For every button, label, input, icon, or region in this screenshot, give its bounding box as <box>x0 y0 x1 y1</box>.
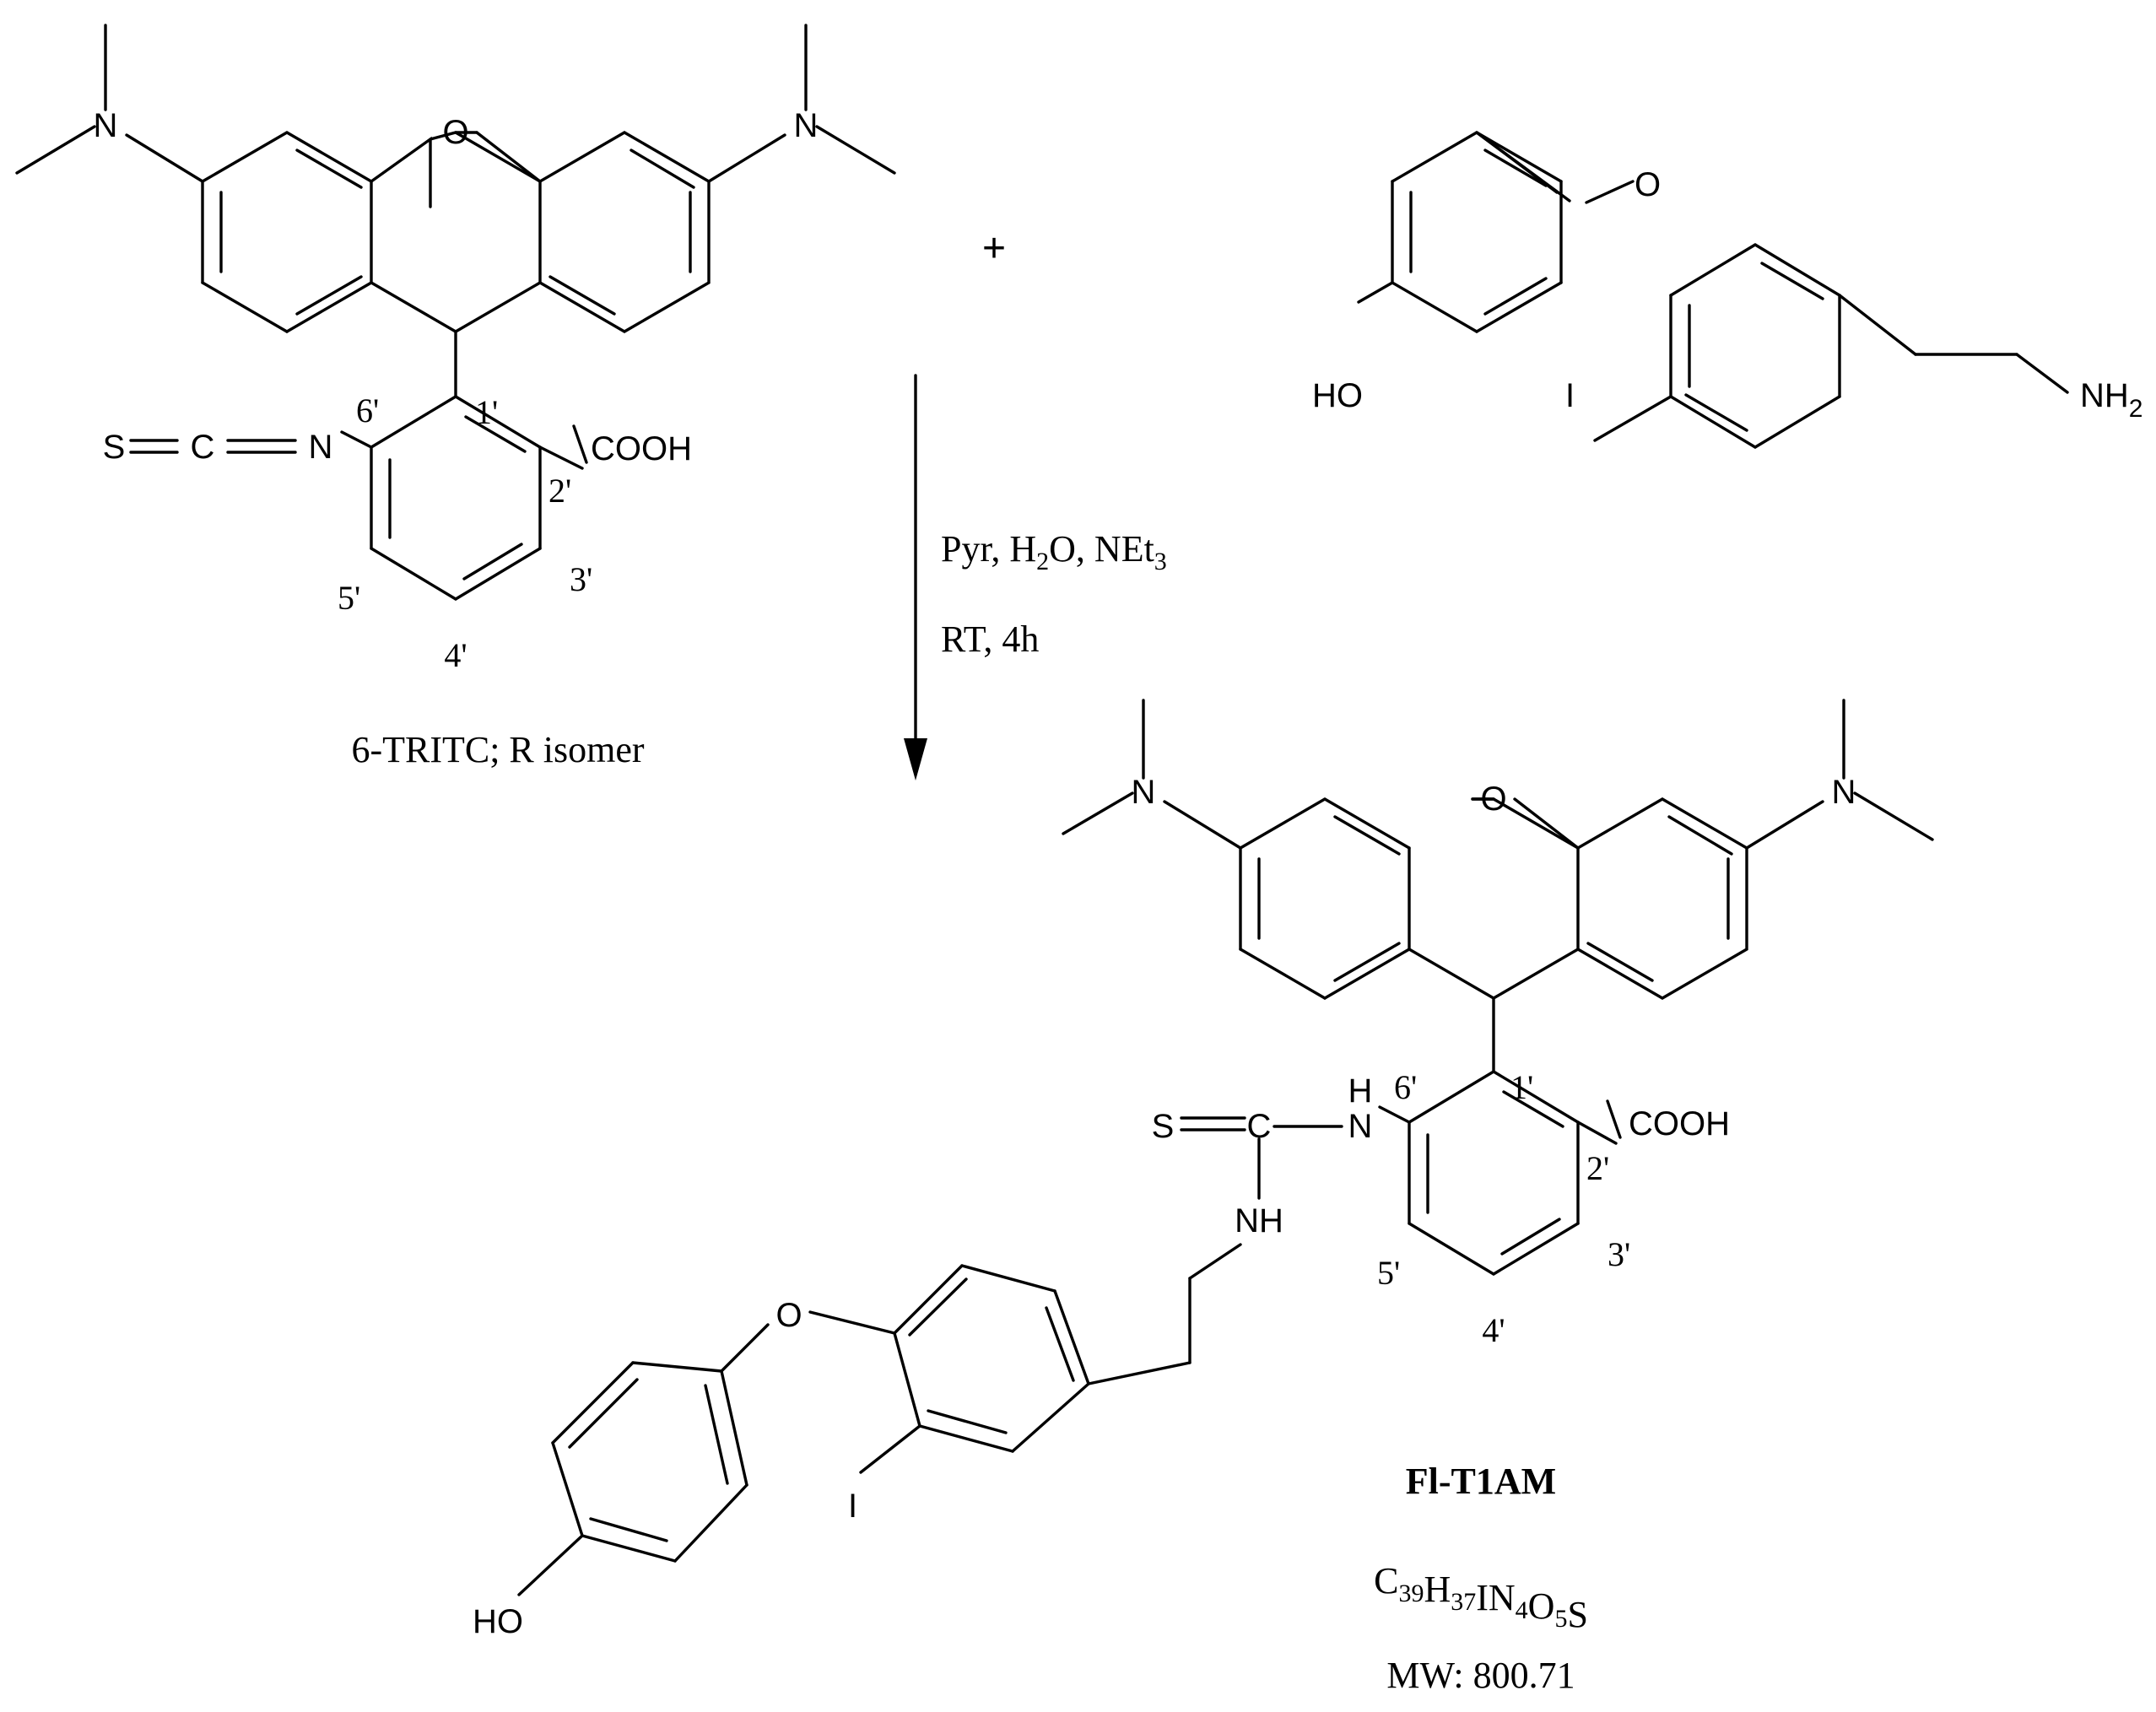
t1am-amine-subscript: 2 <box>2129 395 2143 423</box>
tritc-oxygen-label: O <box>442 114 468 151</box>
plus-sign: + <box>982 226 1006 271</box>
tritc-bonds <box>15 24 896 601</box>
formula-subscript-0: 39 <box>1398 1580 1424 1607</box>
tritc-position-3: 3' <box>570 560 592 598</box>
product-nh-nitrogen-label: N <box>1348 1108 1373 1145</box>
reactant-tritc: O N N N C S COOH 1' 2' 3' 4' 5' 6' 6-TRI… <box>15 24 896 770</box>
product-position-4: 4' <box>1482 1311 1505 1349</box>
tritc-nitrogen-ncs-label: N <box>309 429 333 466</box>
tritc-position-6: 6' <box>356 392 379 429</box>
t1am-bonds <box>1357 131 2069 449</box>
t1am-iodine-label: I <box>1565 377 1575 414</box>
product-nitrogen-right-label: N <box>1832 774 1856 811</box>
product-iodine-label: I <box>848 1488 857 1525</box>
t1am-amine-main: NH <box>2080 377 2129 414</box>
condition-net3-subscript: 3 <box>1154 548 1167 575</box>
product-oxygen-label: O <box>1480 780 1506 818</box>
product-nh-lower-label: NH <box>1235 1202 1283 1239</box>
tritc-carbon-ncs-label: C <box>191 429 215 466</box>
tritc-position-4: 4' <box>444 636 467 674</box>
reaction-arrow <box>904 374 927 780</box>
product-name: Fl-T1AM <box>1406 1461 1556 1502</box>
tritc-name: 6-TRITC; R isomer <box>351 729 644 770</box>
tritc-position-1: 1' <box>475 393 498 431</box>
tritc-nitrogen-left-label: N <box>94 107 118 144</box>
product-thiourea-carbon-label: C <box>1247 1108 1272 1145</box>
condition-line-2: RT, 4h <box>941 618 1039 660</box>
product-molecular-weight: MW: 800.71 <box>1386 1655 1575 1696</box>
condition-reagents-b: O, NEt <box>1049 528 1154 570</box>
product-position-6: 6' <box>1394 1068 1417 1106</box>
formula-element-3: O <box>1528 1585 1555 1627</box>
condition-reagents-a: Pyr, H <box>941 528 1036 570</box>
formula-element-2: IN <box>1476 1577 1515 1618</box>
product-formula: C39H37IN4O5S <box>1374 1560 1588 1635</box>
formula-subscript-2: 4 <box>1516 1596 1528 1624</box>
tritc-cooh-label: COOH <box>591 430 692 467</box>
condition-h2o-subscript: 2 <box>1036 548 1049 575</box>
product-position-1: 1' <box>1510 1068 1533 1106</box>
t1am-amine-label: NH2 <box>2080 377 2142 423</box>
t1am-hydroxy-label: HO <box>1312 377 1363 414</box>
formula-element-0: C <box>1374 1560 1398 1601</box>
product-hydroxy-label: HO <box>473 1603 523 1640</box>
product-ether-oxygen-label: O <box>775 1297 802 1334</box>
tritc-position-5: 5' <box>338 579 360 617</box>
product-nh-hydrogen-label: H <box>1348 1072 1373 1110</box>
t1am-oxygen-label: O <box>1635 166 1661 203</box>
product-position-5: 5' <box>1377 1254 1400 1292</box>
product-fl-t1am: O N N H N C S NH COOH O I HO 1' 2' 3' 4'… <box>473 699 1934 1696</box>
reactant-t1am: O HO I NH2 <box>1312 131 2142 449</box>
tritc-position-2: 2' <box>548 472 571 510</box>
condition-line-1: Pyr, H2O, NEt3 <box>941 528 1167 575</box>
product-position-2: 2' <box>1586 1149 1609 1187</box>
product-sulfur-label: S <box>1152 1108 1175 1145</box>
tritc-nitrogen-right-label: N <box>794 107 819 144</box>
formula-element-4: S <box>1567 1594 1587 1635</box>
formula-element-1: H <box>1424 1569 1451 1610</box>
formula-subscript-1: 37 <box>1451 1588 1476 1616</box>
product-position-3: 3' <box>1608 1235 1630 1273</box>
tritc-sulfur-label: S <box>103 429 126 466</box>
product-bonds <box>517 699 1934 1596</box>
formula-subscript-3: 5 <box>1554 1605 1567 1633</box>
product-nitrogen-left-label: N <box>1132 774 1156 811</box>
product-cooh-label: COOH <box>1629 1105 1730 1142</box>
